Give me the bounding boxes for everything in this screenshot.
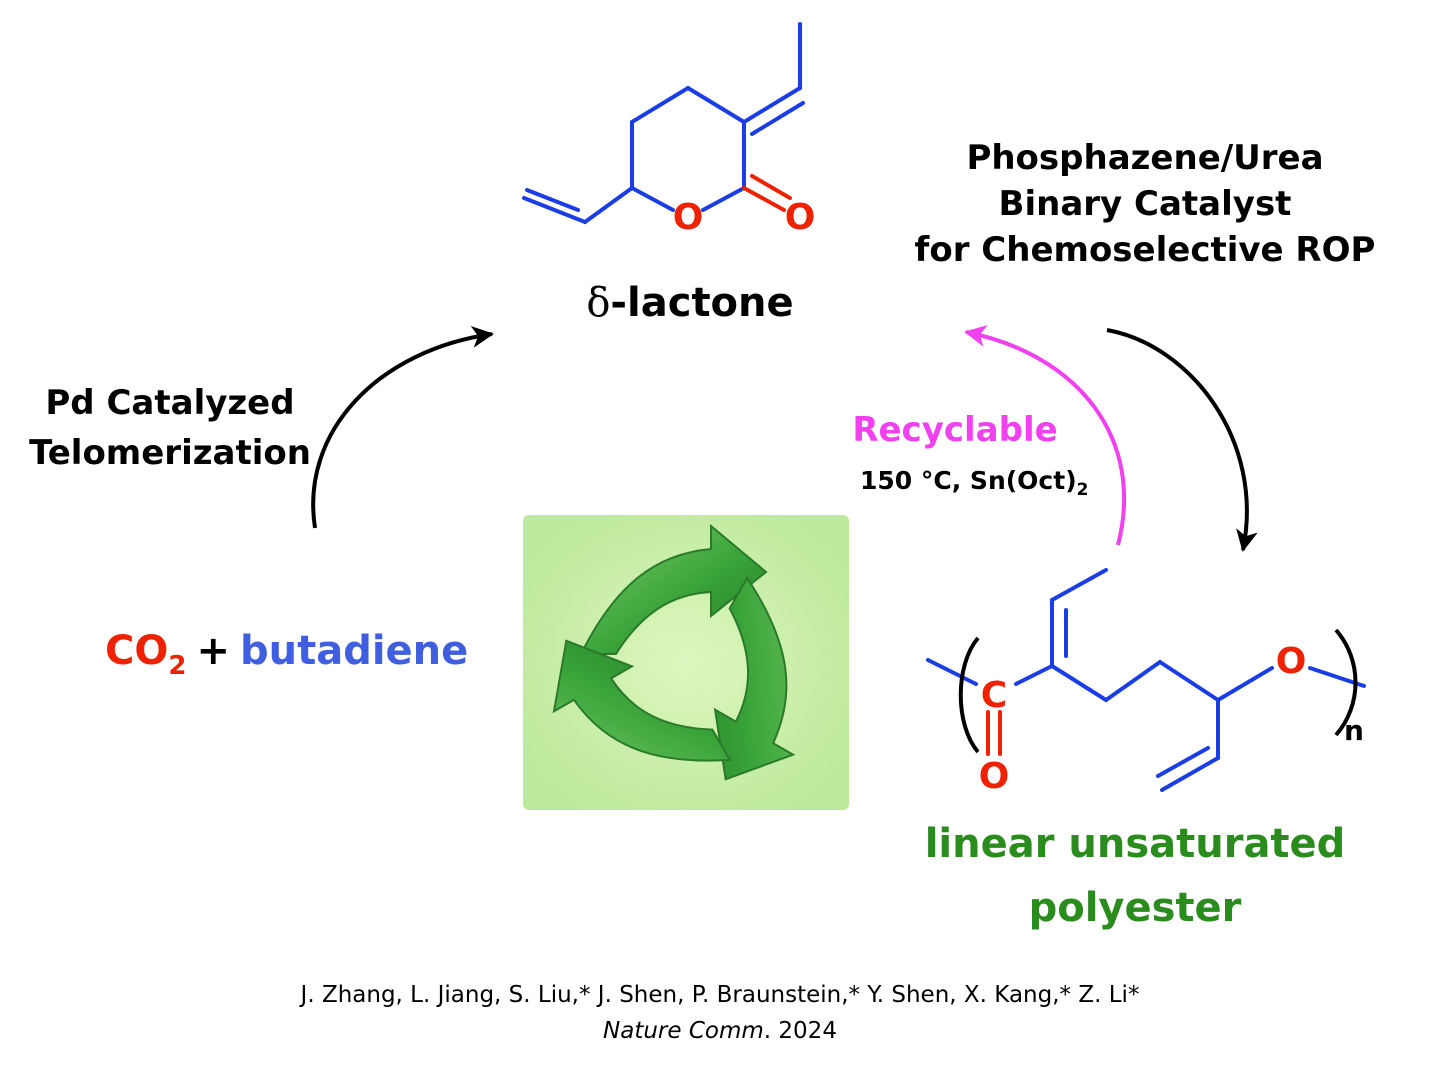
feedstock-co2-subscript: 2: [168, 651, 186, 681]
feedstock-butadiene: butadiene: [240, 628, 468, 674]
recycle-conditions: 150 °C, Sn(Oct)2: [860, 466, 1088, 500]
telomerization-line-2: Telomerization: [29, 433, 311, 473]
polymer-bracket-left: [958, 636, 980, 754]
lactone-carbonyl-oxygen: O: [785, 197, 816, 238]
telomerization-label: Pd Catalyzed Telomerization: [20, 378, 320, 478]
recyclable-label: Recyclable: [852, 410, 1058, 450]
lactone-carbonyl: [742, 174, 792, 212]
polyester-line-2: polyester: [1028, 885, 1242, 931]
polymer-repeat-n: n: [1344, 714, 1364, 747]
polymer-bond: [1158, 660, 1220, 702]
lactone-vinyl-double-bond: [522, 196, 587, 224]
lactone-ring-oxygen: O: [673, 197, 704, 238]
polymer-vinyl-double-bond: [1160, 756, 1220, 792]
polyester-label: linear unsaturated polyester: [920, 812, 1350, 940]
catalyst-line-3: for Chemoselective ROP: [914, 230, 1376, 270]
polymer-structure: [926, 568, 1366, 792]
lactone-bond: [630, 86, 690, 124]
recycle-conditions-main: 150 °C, Sn(Oct): [860, 466, 1077, 495]
polymer-carbonyl-oxygen: O: [979, 756, 1010, 797]
polymer-vinyl-double-bond: [1156, 746, 1210, 778]
recycle-conditions-subscript: 2: [1076, 480, 1089, 500]
recycle-icon: [523, 515, 849, 810]
catalyst-label: Phosphazene/Urea Binary Catalyst for Che…: [905, 135, 1385, 273]
polymer-chain-oxygen: O: [1276, 641, 1307, 682]
lactone-bond: [701, 186, 746, 212]
lactone-vinyl-double-bond: [525, 188, 580, 212]
recycle-arrow-segment: [552, 639, 732, 762]
citation-journal-name: Nature Comm: [603, 1018, 764, 1044]
recycling-arrow: [964, 325, 1127, 546]
catalyst-line-2: Binary Catalyst: [998, 184, 1292, 224]
polyester-line-1: linear unsaturated: [924, 821, 1346, 867]
lactone-label: δ-lactone: [586, 280, 793, 326]
recycle-arrow-segment: [579, 523, 768, 655]
telomerization-line-1: Pd Catalyzed: [45, 383, 295, 423]
polymer-bond: [1104, 660, 1162, 702]
polymer-bond: [1014, 664, 1054, 686]
polymer-end-bond: [926, 658, 978, 686]
feedstock-plus: +: [196, 628, 230, 674]
polymer-bond: [1050, 664, 1108, 702]
polymer-ethylidene-methyl: [1050, 568, 1108, 602]
rop-arrow: [1106, 328, 1258, 552]
polymer-bond: [1216, 666, 1274, 702]
telomerization-arrow: [311, 325, 494, 529]
polymer-carbonyl-double-bond: [986, 710, 1002, 756]
feedstock-label: CO2 +butadiene: [105, 628, 468, 681]
catalyst-line-1: Phosphazene/Urea: [966, 138, 1324, 178]
citation-authors: J. Zhang, L. Jiang, S. Liu,* J. Shen, P.…: [300, 982, 1140, 1008]
citation-journal: Nature Comm. 2024: [0, 1018, 1440, 1044]
feedstock-co2: CO: [105, 628, 168, 674]
lactone-structure: [522, 22, 805, 224]
lactone-bond: [630, 186, 675, 212]
lactone-bond: [686, 86, 746, 124]
lactone-ethylidene-double-bond: [742, 86, 802, 124]
lactone-vinyl-bond: [583, 186, 634, 224]
polymer-bracket-right: [1334, 628, 1358, 737]
lactone-label-delta: δ: [586, 280, 610, 326]
lactone-label-rest: -lactone: [610, 280, 793, 326]
polymer-carbonyl-carbon: C: [981, 675, 1007, 716]
recycle-arrow-segment: [713, 576, 796, 781]
citation-year: . 2024: [763, 1018, 837, 1044]
lactone-ethylidene-double-bond: [750, 101, 805, 136]
